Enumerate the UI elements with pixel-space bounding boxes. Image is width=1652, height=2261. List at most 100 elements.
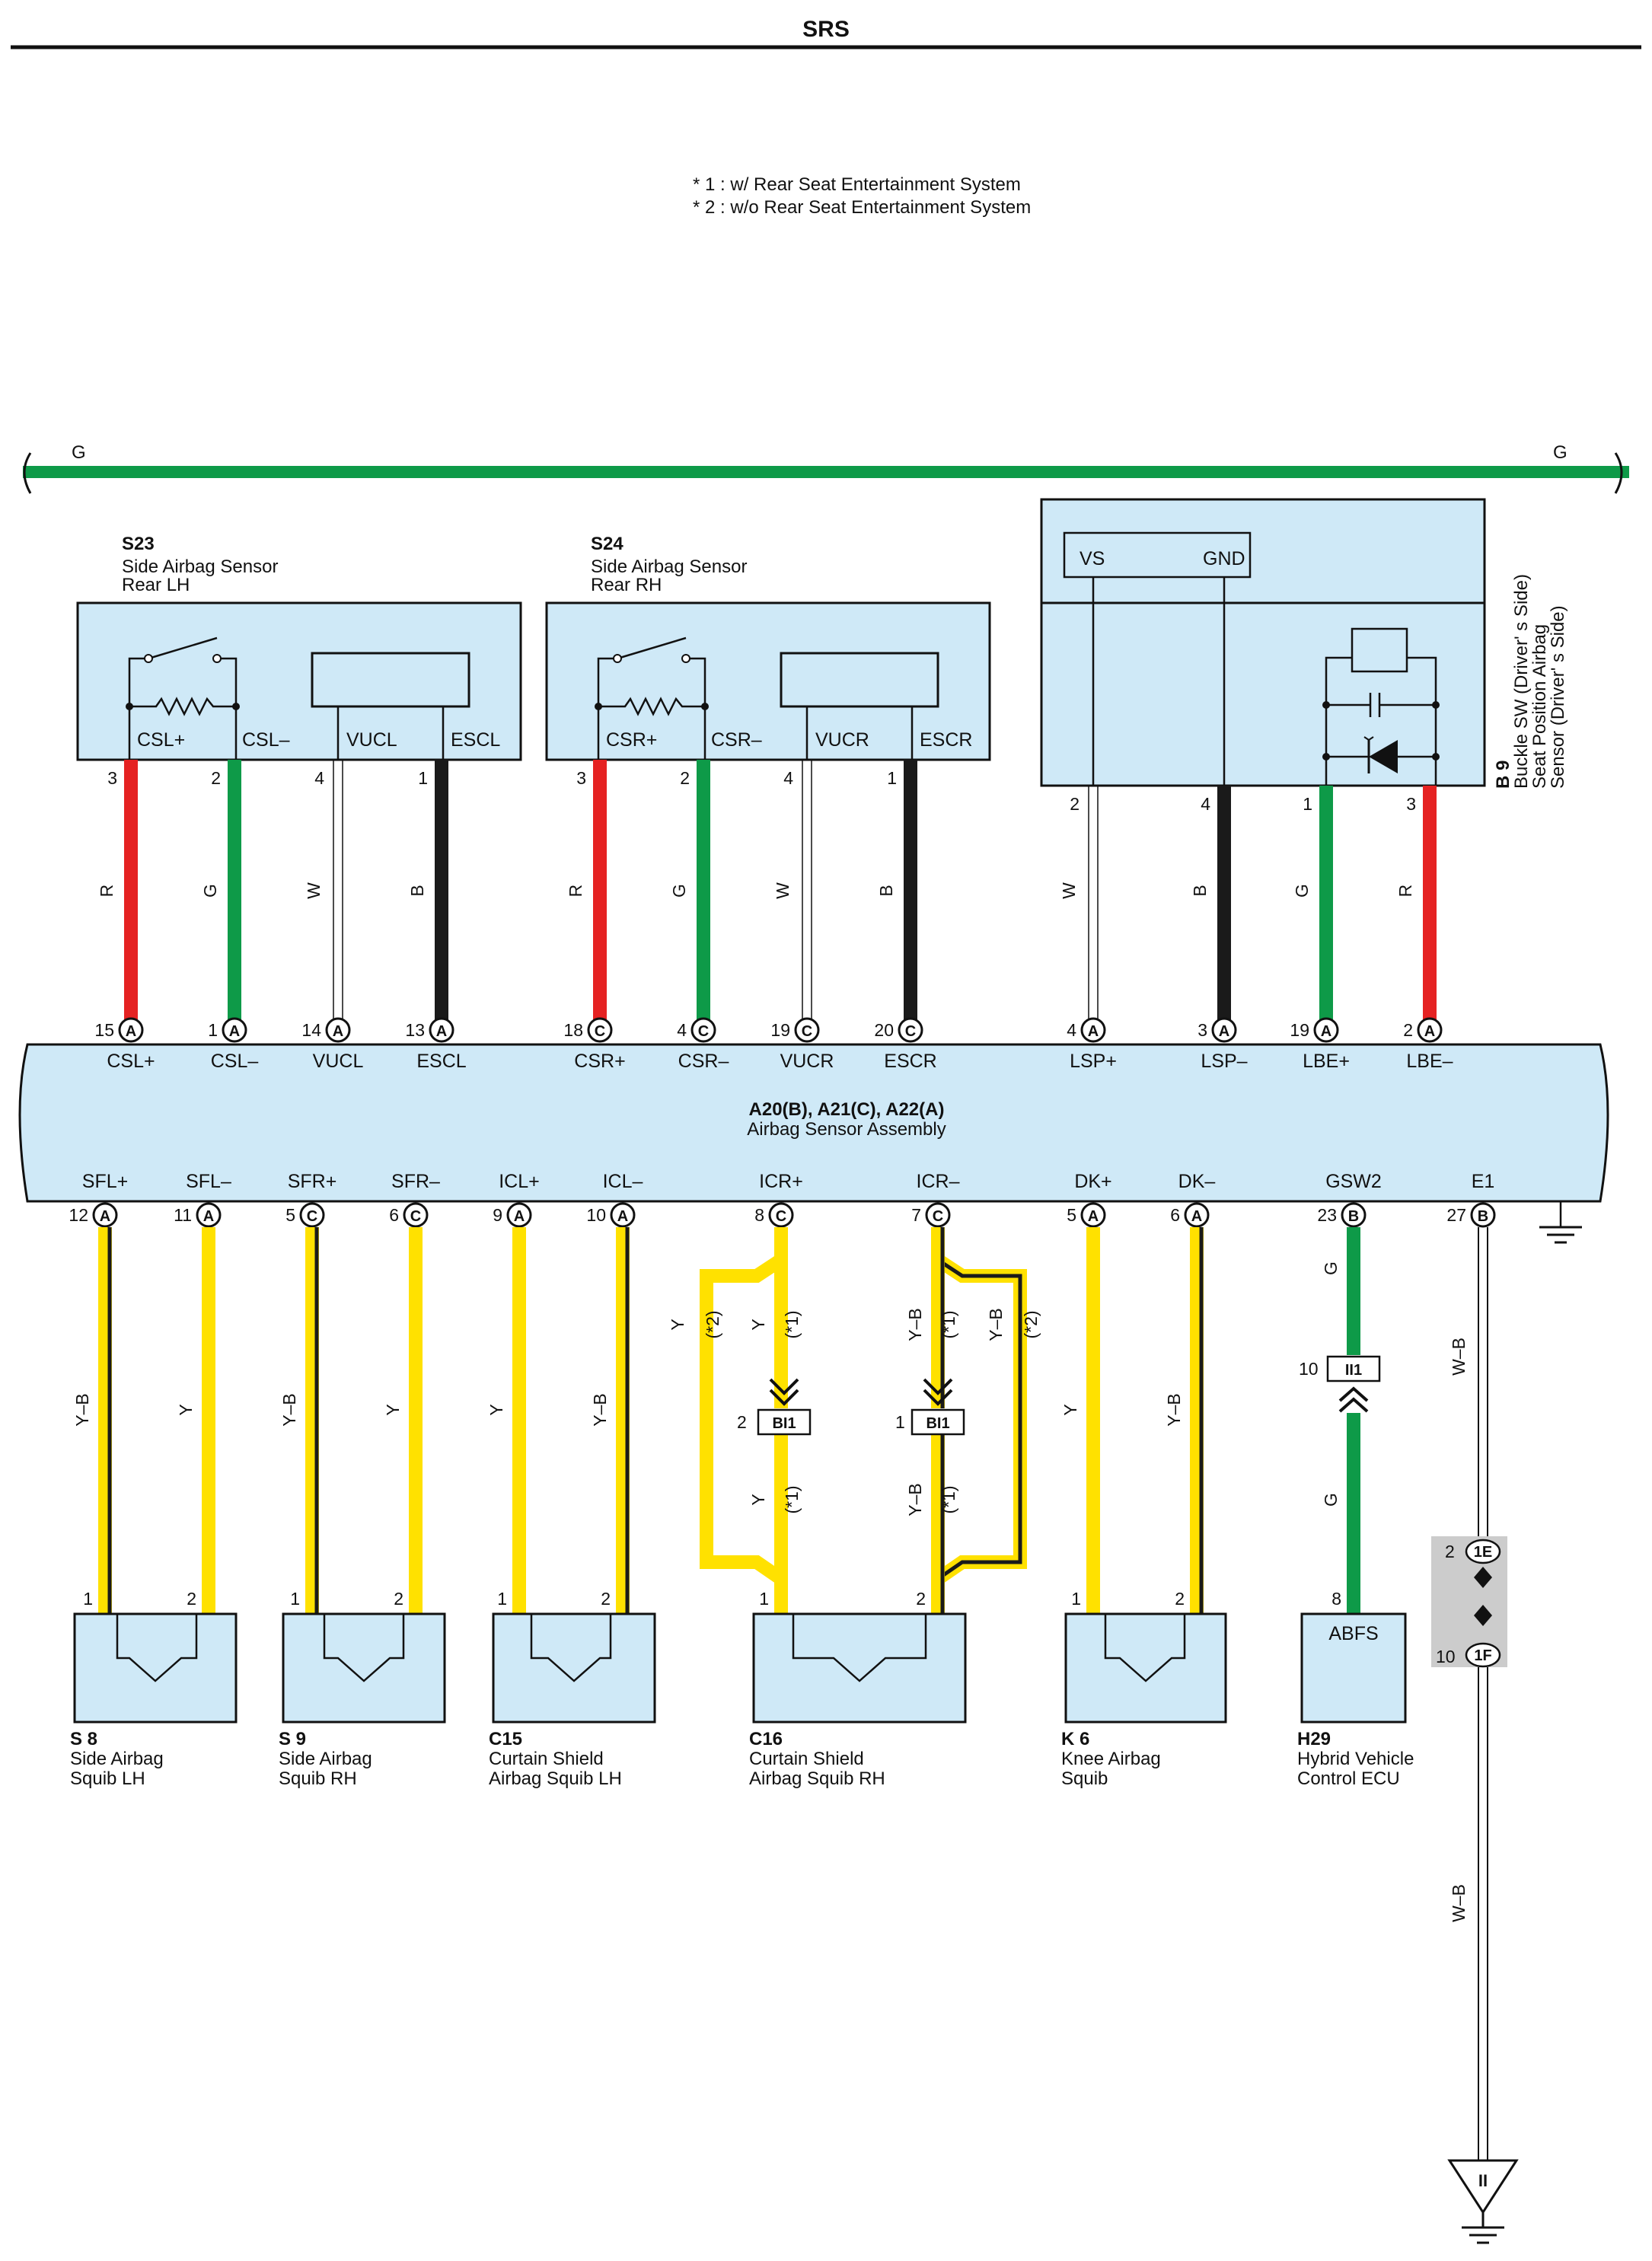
- assembly-top-pin-conn-7: C: [905, 1023, 916, 1040]
- assembly-bottom-pin-num-0: 12: [69, 1205, 88, 1225]
- ground-ii-label: II: [1478, 2171, 1488, 2190]
- top-wire-8: 2W: [1059, 786, 1099, 1021]
- assembly-bottom-pin-conn-11: B: [1478, 1208, 1488, 1225]
- top-wire-9: 4B: [1190, 786, 1231, 1021]
- top-wire-6: 4W: [773, 760, 812, 1021]
- bottom-component-0-pin-1: 2: [187, 1589, 196, 1609]
- page-title: SRS: [802, 17, 850, 42]
- ground-ii: II: [1447, 2159, 1519, 2244]
- top-wire-pin-11: 3: [1406, 794, 1416, 814]
- top-wire-pin-0: 3: [107, 768, 117, 788]
- bi1-left-label: BI1: [772, 1415, 796, 1432]
- bottom-component-5-desc-1: Hybrid Vehicle: [1297, 1749, 1414, 1769]
- top-wire-pin-2: 4: [314, 768, 324, 788]
- icr-minus-yb-2: Y–B: [905, 1483, 925, 1516]
- icr-plus-y-loop: Y: [668, 1319, 687, 1330]
- s23-pin-vucl: VUCL: [346, 729, 397, 751]
- assembly-bottom-pin-name-3: SFR–: [391, 1171, 440, 1192]
- assembly-bottom-pins: A12SFL+A11SFL–C5SFR+C6SFR–A9ICL+A10ICL–C…: [69, 1171, 1496, 1228]
- top-wire-pin-5: 2: [680, 768, 690, 788]
- gsw2-g-2: G: [1321, 1493, 1341, 1507]
- bottom-component-5-pin-0: 8: [1331, 1589, 1341, 1609]
- assembly-bottom-pin-num-6: 8: [754, 1205, 764, 1225]
- top-wire-color-3: B: [407, 885, 427, 896]
- bus-label-left: G: [72, 442, 86, 463]
- bus-label-right: G: [1553, 442, 1567, 463]
- b9-code: B 9: [1493, 761, 1513, 789]
- bi1-left-pin: 2: [737, 1412, 747, 1432]
- assembly-top-pin-conn-8: A: [1088, 1023, 1099, 1040]
- top-wire-1: 2G: [200, 760, 241, 1021]
- s24-pin-csr-minus: CSR–: [711, 729, 762, 751]
- assembly-top-pin-num-2: 14: [301, 1020, 321, 1040]
- top-wire-color-5: G: [669, 884, 689, 898]
- assembly-bottom-pin-name-2: SFR+: [288, 1171, 337, 1192]
- bottom-wire-label-9: Y–B: [1164, 1393, 1184, 1426]
- s23-desc-1: Side Airbag Sensor: [122, 556, 278, 577]
- assembly-top-pin-conn-11: A: [1424, 1023, 1435, 1040]
- assembly-bottom-pin-conn-4: A: [514, 1208, 525, 1225]
- bottom-component-0-code: S 8: [70, 1729, 97, 1749]
- bottom-component-5-code: H29: [1297, 1729, 1331, 1749]
- bottom-wire-2: Y–B: [279, 1227, 319, 1614]
- bottom-wire-e1: W–BW–B: [1449, 1227, 1488, 2161]
- assembly-top-pin-name-5: CSR–: [678, 1051, 729, 1072]
- bottom-component-0-pin-0: 1: [83, 1589, 93, 1609]
- assembly-top-pin-num-9: 3: [1198, 1020, 1207, 1040]
- top-wire-5: 2G: [669, 760, 710, 1021]
- assembly-top-pin-name-10: LBE+: [1303, 1051, 1350, 1072]
- s23-pin-escl: ESCL: [451, 729, 500, 751]
- component-s23: S23 Side Airbag Sensor Rear LH CSL+ CSL–…: [76, 534, 522, 761]
- top-wire-color-8: W: [1059, 882, 1079, 899]
- component-s24: S24 Side Airbag Sensor Rear RH CSR+ CSR–…: [545, 534, 991, 761]
- bottom-component-5-desc-2: Control ECU: [1297, 1768, 1400, 1789]
- assembly-top-pin-conn-6: C: [802, 1023, 812, 1040]
- bottom-component-3-pin-1: 2: [916, 1589, 926, 1609]
- top-wire-pin-1: 2: [211, 768, 221, 788]
- assembly-top-pin-conn-9: A: [1219, 1023, 1229, 1040]
- bottom-component-3-desc-1: Curtain Shield: [749, 1749, 864, 1769]
- assembly-bottom-pin-num-10: 23: [1317, 1205, 1337, 1225]
- bottom-component-1-code: S 9: [279, 1729, 306, 1749]
- s24-pin-escr: ESCR: [920, 729, 972, 751]
- s24-code: S24: [591, 534, 623, 554]
- j1e-label: 1E: [1474, 1544, 1492, 1561]
- bottom-component-4-pin-1: 2: [1175, 1589, 1185, 1609]
- top-wire-pin-9: 4: [1201, 794, 1210, 814]
- bottom-wire-gsw2: GG: [1321, 1227, 1360, 1614]
- icr-minus-note2: (*2): [1021, 1310, 1041, 1338]
- assembly-bottom-pin-conn-7: C: [933, 1208, 943, 1225]
- bottom-component-2-desc-2: Airbag Squib LH: [489, 1768, 622, 1789]
- bottom-component-3-desc-2: Airbag Squib RH: [749, 1768, 885, 1789]
- s23-pin-csl-plus: CSL+: [137, 729, 185, 751]
- bottom-wire-label-4: Y: [486, 1404, 506, 1415]
- assembly-bottom-pin-num-7: 7: [911, 1205, 921, 1225]
- h29-inner: ABFS: [1328, 1623, 1378, 1644]
- assembly-top-pin-num-5: 4: [677, 1020, 687, 1040]
- bottom-wire-5: Y–B: [590, 1227, 630, 1614]
- bottom-wire-1: Y: [176, 1227, 215, 1614]
- assembly-bottom-pin-conn-5: A: [617, 1208, 628, 1225]
- e1-wb-1: W–B: [1449, 1338, 1469, 1376]
- bottom-component-1-pin-0: 1: [290, 1589, 300, 1609]
- assembly-bottom-pin-name-6: ICR+: [759, 1171, 803, 1192]
- icr-plus-note2: (*2): [703, 1310, 722, 1338]
- bottom-wire-9: Y–B: [1164, 1227, 1204, 1614]
- icr-minus-note1-b: (*1): [939, 1485, 958, 1513]
- top-wire-pin-10: 1: [1303, 794, 1312, 814]
- bottom-component-0-desc-2: Squib LH: [70, 1768, 145, 1789]
- junction-ii1: 10 II1: [1299, 1355, 1381, 1413]
- icr-minus-note1-a: (*1): [939, 1310, 958, 1338]
- assembly-top-pin-conn-10: A: [1321, 1023, 1331, 1040]
